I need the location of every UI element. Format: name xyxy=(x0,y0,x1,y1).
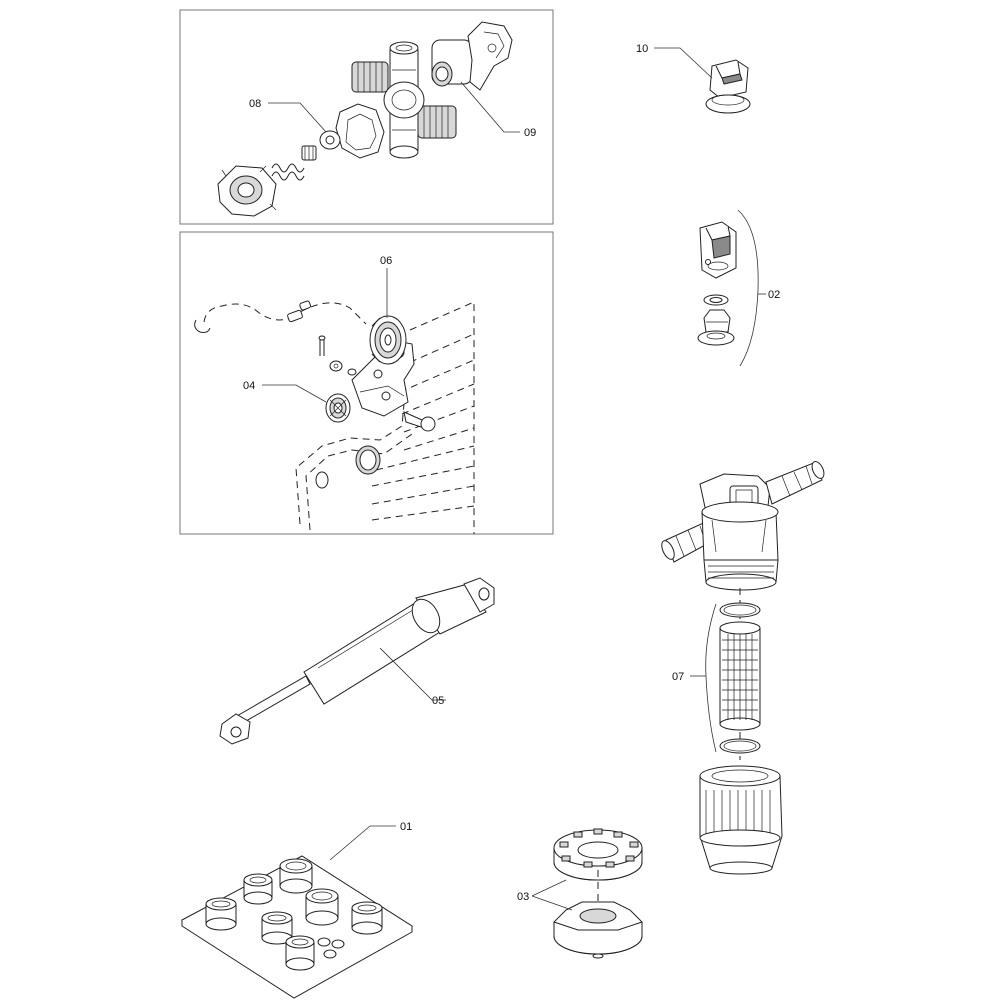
part-05-gas-spring xyxy=(219,577,495,745)
label-09: 09 xyxy=(524,127,536,139)
part-07-line-filter xyxy=(661,461,825,875)
part-02-nozzle-set xyxy=(697,221,737,346)
label-08: 08 xyxy=(249,98,261,110)
detail-frame-middle xyxy=(179,231,554,535)
part-06-pulley xyxy=(369,315,407,365)
part-04-small-pulley xyxy=(325,393,351,423)
part-01-grommet-mat xyxy=(181,855,413,999)
label-07: 07 xyxy=(672,671,684,683)
detail-frame-top xyxy=(179,9,554,225)
label-04: 04 xyxy=(243,380,255,392)
label-01: 01 xyxy=(400,821,412,833)
label-05: 05 xyxy=(432,695,444,707)
label-03: 03 xyxy=(517,891,529,903)
label-10: 10 xyxy=(636,43,648,55)
label-06: 06 xyxy=(380,255,392,267)
part-08-cap-assembly xyxy=(217,103,385,217)
part-03-nut-and-cap xyxy=(553,828,643,959)
label-02: 02 xyxy=(768,289,780,301)
part-10-nozzle-tip xyxy=(705,59,751,114)
part-09-nozzle-body xyxy=(351,21,513,159)
